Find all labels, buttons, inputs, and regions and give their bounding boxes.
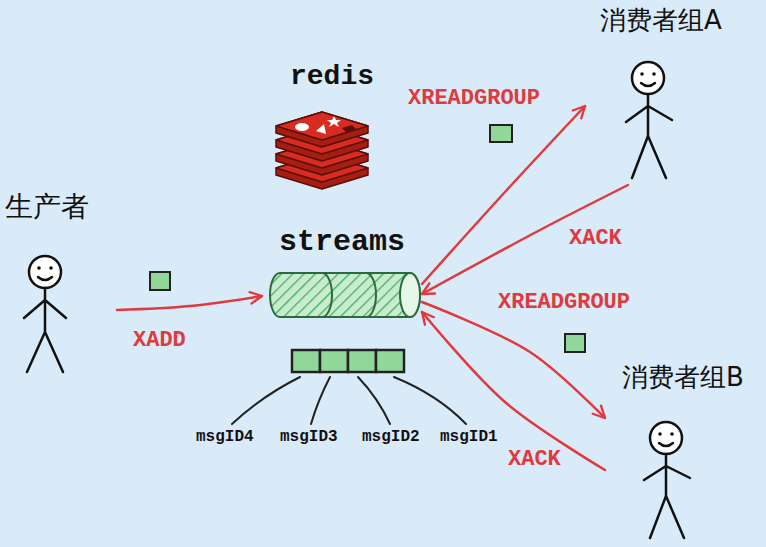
command-label: XACK [566,226,625,252]
figure-eye [658,432,662,436]
command-label: XREADGROUP [405,86,543,112]
message-id: msgID3 [280,428,338,447]
command-arrow [422,106,585,284]
command-arrow [422,185,628,294]
message-packets [150,125,585,352]
message-packet [150,272,170,290]
node-heading: 生产者 [5,190,89,224]
redis-logo [276,112,368,189]
message-box [320,350,348,372]
product-name: redis [290,60,374,94]
leader-line [358,377,390,424]
logo-star [327,116,341,127]
figure-smile [659,443,673,446]
message-id: msgID2 [362,428,420,447]
leader-lines [232,377,466,424]
node-heading: streams [279,224,405,260]
command-label: XADD [130,328,189,354]
producer-figure [24,256,66,372]
cylinder-end [400,273,420,317]
message-box [348,350,376,372]
cylinder-body [270,273,420,317]
command-arrow [422,302,605,418]
leader-line [232,377,300,424]
producer-node: 生产者 [5,190,117,376]
figure-smile [38,277,52,280]
figure-eye [37,266,41,270]
cylinder-segment [322,273,332,317]
consumer-figure [626,62,672,178]
logo-triangle [316,124,326,134]
leader-line [311,377,330,424]
message-id: msgID1 [440,428,498,447]
figure-body [644,454,690,538]
figure-eye [652,72,656,76]
figure-body [626,94,672,178]
figure-head [650,422,682,454]
command-label: XREADGROUP [495,290,633,316]
stream-node: streams [262,224,422,324]
logo-slab [276,112,368,147]
message-box [292,350,320,372]
logo-slab-top [276,112,368,140]
figure-smile [641,83,655,86]
consumer-figure [644,422,690,538]
stream-cylinder [270,273,420,317]
command-label: XACK [505,447,564,473]
message-packet [490,125,512,142]
figure-eye [670,432,674,436]
logo-square [342,125,356,132]
message-box [376,350,404,372]
figure-eye [640,72,644,76]
logo-circle [295,123,309,131]
message-row [292,350,404,372]
command-arrow [117,296,262,310]
message-id: msgID4 [196,428,254,447]
figure-eye [49,266,53,270]
figure-body [24,288,66,372]
node-heading: 消费者组A [600,5,722,36]
figure-head [632,62,664,94]
consumer-group-node: 消费者组B [605,362,761,542]
leader-line [394,377,466,424]
cylinder-segment [366,273,376,317]
figure-head [29,256,61,288]
consumer-group-node: 消费者组A [585,5,737,185]
message-packet [565,334,585,352]
node-heading: 消费者组B [622,362,744,393]
